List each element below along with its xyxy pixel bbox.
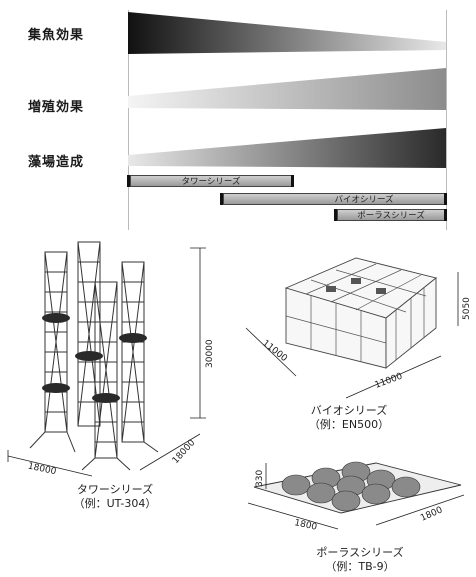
bio-width-dim-line <box>245 327 297 377</box>
tower-series-illustration: 30000 18000 18000 <box>7 241 215 478</box>
bio-depth-dim: 11000 <box>374 372 405 391</box>
tower-frame-1 <box>44 251 68 433</box>
tower-caption: タワーシリーズ （例：UT-304） <box>40 483 190 511</box>
bio-lattice <box>285 263 427 362</box>
bio-series-illustration: 11000 11000 5050 <box>245 257 472 399</box>
tower-example: （例：UT-304） <box>73 497 157 510</box>
tower-disc-3 <box>119 333 147 343</box>
tower-disc-5 <box>42 383 70 393</box>
porous-example: （例：TB-9） <box>325 560 395 573</box>
bio-example: （例：EN500） <box>308 418 390 431</box>
bio-depth-dim-line <box>345 355 442 399</box>
porous-height-dim: 330 <box>255 470 265 487</box>
tower-height-dim: 30000 <box>205 339 215 368</box>
tower-depth-dim: 18000 <box>171 438 198 466</box>
row-label-propagation: 増殖効果 <box>28 100 85 115</box>
bio-height-dim: 5050 <box>462 297 472 320</box>
tower-series-bar: タワーシリーズ <box>130 175 292 187</box>
porous-series-bar: ポーラスシリーズ <box>337 209 445 221</box>
bio-caption: バイオシリーズ （例：EN500） <box>274 404 424 432</box>
bio-width-dim: 11000 <box>260 338 289 364</box>
tower-width-dim-line <box>7 450 93 477</box>
tower-disc-4 <box>92 393 120 403</box>
porous-domes <box>281 461 421 512</box>
fish-gathering-wedge <box>128 12 446 54</box>
tower-disc-1 <box>42 313 70 323</box>
tower-legs <box>29 431 159 471</box>
porous-series-name: ポーラスシリーズ <box>316 546 404 559</box>
porous-depth-dim-line <box>375 494 465 526</box>
tower-frame-3 <box>121 261 145 443</box>
effect-wedges <box>128 12 446 168</box>
porous-width-dim: 1800 <box>293 518 318 533</box>
porous-series-bar-label: ポーラスシリーズ <box>357 211 425 221</box>
bio-series-bar: バイオシリーズ <box>223 193 445 205</box>
right-guide-line <box>446 10 447 230</box>
bio-series-bar-label: バイオシリーズ <box>334 195 394 205</box>
tower-series-name: タワーシリーズ <box>76 483 154 496</box>
tower-frame-4 <box>94 281 118 459</box>
row-label-fish-gathering: 集魚効果 <box>28 28 85 43</box>
tower-bar-end-tick <box>291 175 294 187</box>
tower-height-dim-line <box>190 247 206 419</box>
tower-bar-start-tick <box>127 175 130 187</box>
bio-blocks <box>326 278 386 294</box>
bio-bar-end-tick <box>444 193 447 205</box>
bio-series-name: バイオシリーズ <box>310 404 388 417</box>
row-label-seaweed: 藻場造成 <box>28 155 85 170</box>
tower-frame-2 <box>77 241 101 427</box>
tower-series-bar-label: タワーシリーズ <box>181 177 241 187</box>
tower-depth-dim-line <box>139 433 201 471</box>
porous-caption: ポーラスシリーズ （例：TB-9） <box>290 546 430 574</box>
seaweed-wedge <box>128 128 446 168</box>
bio-bar-start-tick <box>220 193 223 205</box>
propagation-wedge <box>128 68 446 110</box>
porous-bar-start-tick <box>334 209 337 221</box>
porous-bar-end-tick <box>444 209 447 221</box>
tower-disc-2 <box>75 351 103 361</box>
tower-width-dim: 18000 <box>27 462 57 478</box>
porous-width-dim-line <box>247 502 339 530</box>
porous-depth-dim: 1800 <box>419 505 444 524</box>
porous-series-illustration: 1800 1800 330 <box>247 461 465 533</box>
left-guide-line <box>128 10 129 230</box>
